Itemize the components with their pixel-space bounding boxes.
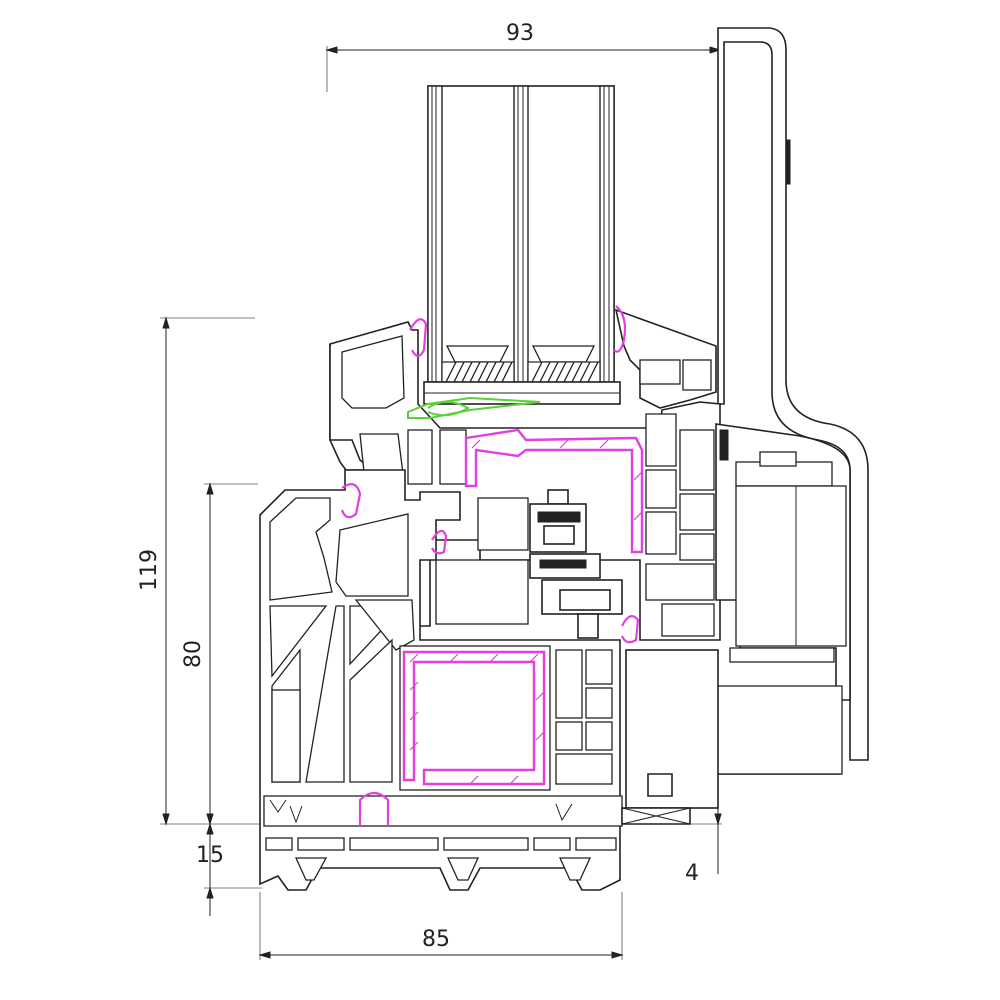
dimension-119: 119 [137,316,268,826]
gasket-sash-outer [340,483,362,519]
gasket-middle [431,529,448,555]
dimension-93-label: 93 [506,21,534,46]
dimension-85: 85 [258,892,624,960]
gaskets [340,305,640,826]
right-hardware-assembly [621,423,851,825]
dimension-15-label: 15 [196,843,224,868]
dimension-119-label: 119 [137,549,162,591]
glazing-unit [423,85,621,405]
reinforcement-frame [402,650,546,786]
hardware-lock [529,489,623,639]
dimension-93: 93 [325,21,722,92]
steel-reinforcement [402,428,644,786]
dimension-80: 80 [181,482,258,826]
dimension-4-label: 4 [685,861,699,886]
dimension-80-label: 80 [181,640,206,668]
gasket-glazing-left [409,318,428,358]
gasket-lower [620,615,640,644]
gasket-bottom [358,791,390,826]
glazing-clip [407,396,541,419]
dimension-85-label: 85 [422,927,450,952]
dimension-15: 15 [196,822,262,916]
reinforcement-sash [464,428,644,554]
gasket-glazing-right [613,305,627,353]
dimension-4: 4 [685,806,722,886]
